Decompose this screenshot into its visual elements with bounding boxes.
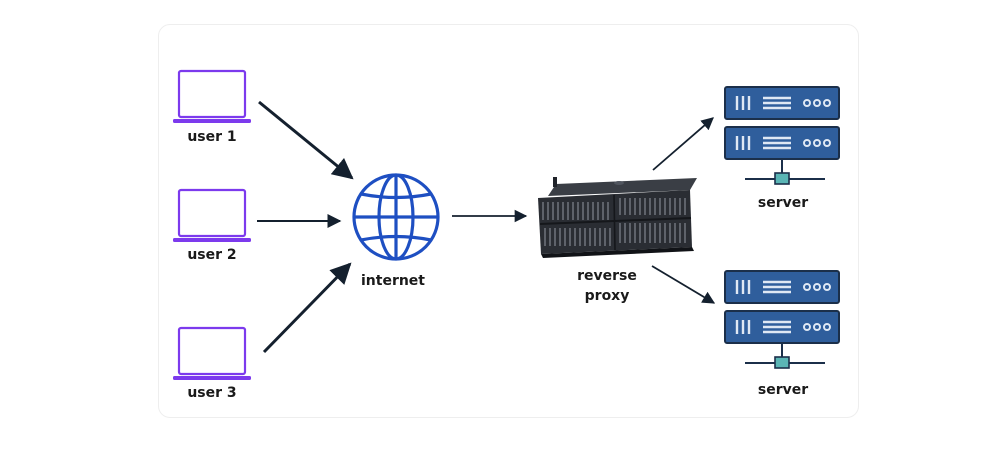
user-3-node: user 3 <box>171 326 253 401</box>
arrow-user3-to-internet <box>262 262 352 354</box>
server-top-node: server <box>725 87 839 211</box>
arrow-proxy-to-server-bottom <box>651 265 716 304</box>
server-rack-icon <box>725 87 839 184</box>
server-bottom-node: server <box>725 271 839 398</box>
laptop-icon <box>171 188 253 244</box>
arrow-proxy-to-server-top <box>652 117 714 171</box>
user-3-label: user 3 <box>187 385 236 401</box>
laptop-icon <box>171 326 253 382</box>
reverse-proxy-device-icon <box>538 177 697 258</box>
server-top-label: server <box>758 195 808 211</box>
server-rack-icon <box>725 271 839 368</box>
proxy-label-line2: proxy <box>585 288 630 304</box>
internet-label: internet <box>361 273 425 289</box>
proxy-label-line1: reverse <box>577 268 637 284</box>
reverse-proxy-node: reverse proxy <box>538 177 697 304</box>
arrow-user1-to-internet <box>258 100 354 180</box>
server-bottom-label: server <box>758 382 808 398</box>
user-1-label: user 1 <box>187 129 236 145</box>
user-2-label: user 2 <box>187 247 236 263</box>
user-2-node: user 2 <box>171 188 253 263</box>
laptop-icon <box>171 69 253 125</box>
user-1-node: user 1 <box>171 69 253 145</box>
internet-node: internet <box>352 173 440 289</box>
globe-icon <box>352 173 440 261</box>
